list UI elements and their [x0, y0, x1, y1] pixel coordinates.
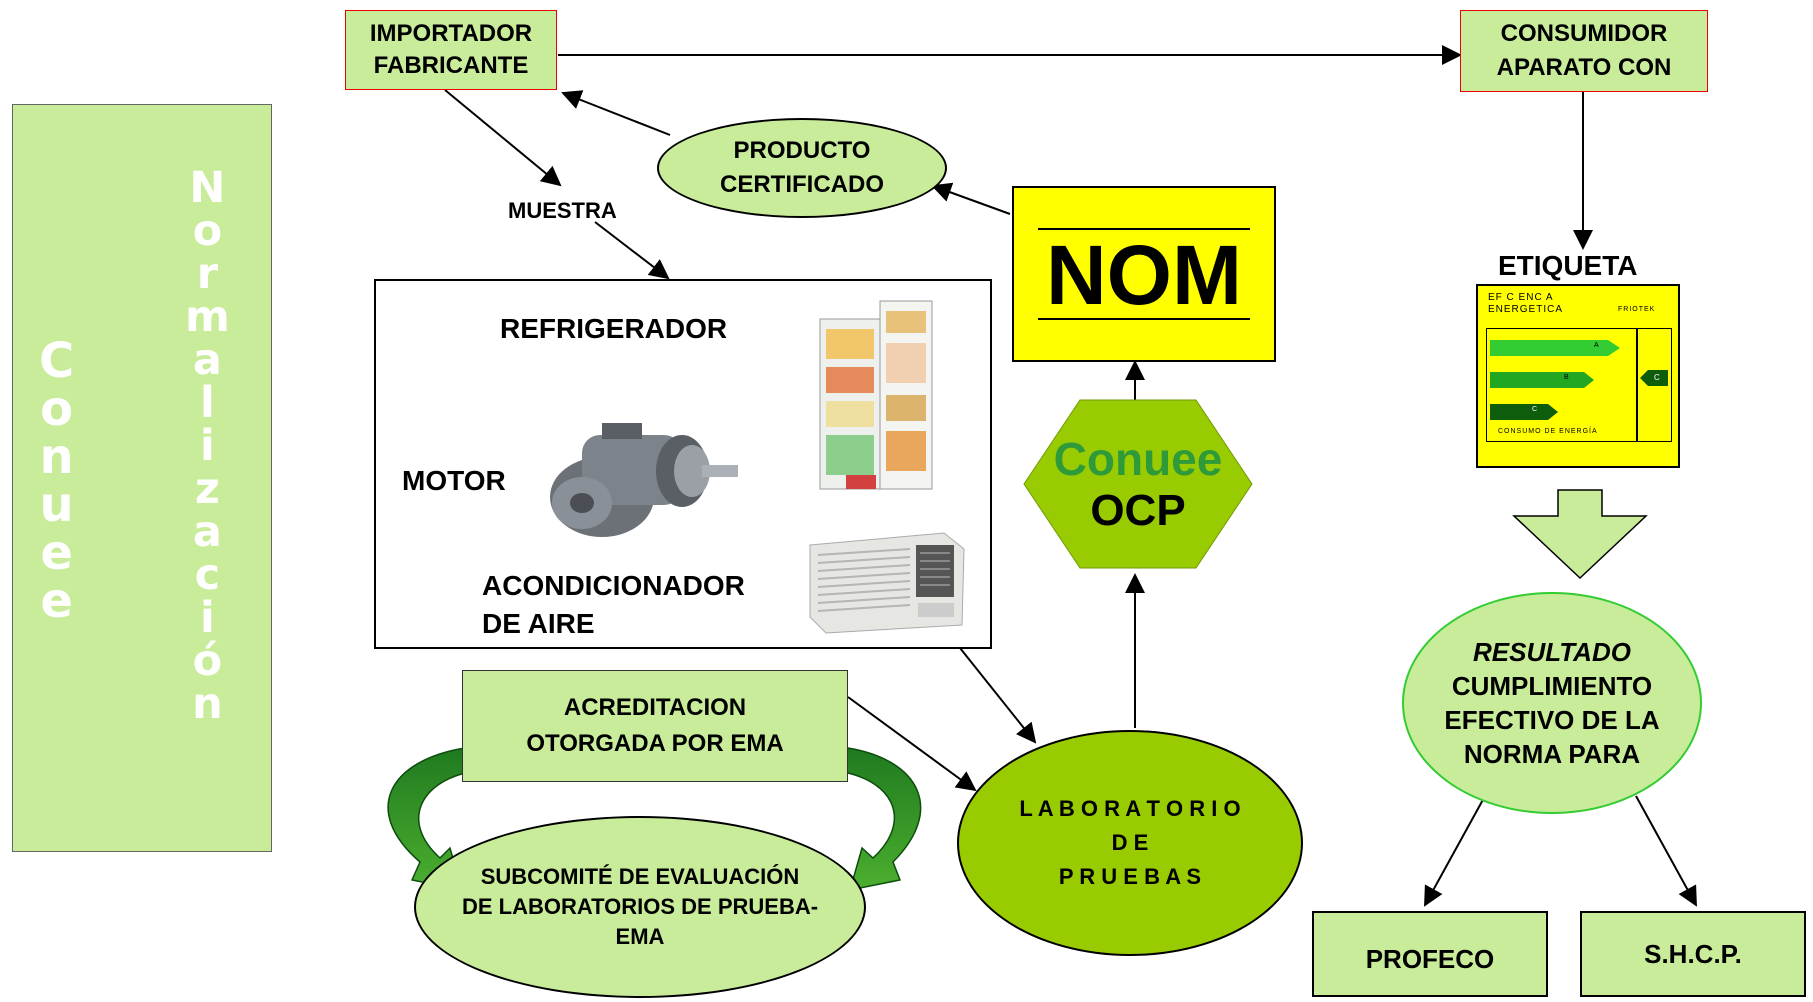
energy-bar-b-label: B [1564, 374, 1569, 381]
resultado-title: RESULTADO [1473, 637, 1631, 667]
side-letter: z [194, 464, 220, 514]
laboratorio-ellipse: L A B O R A T O R I O D E P R U E B A S [957, 730, 1303, 956]
acondicionador-label: ACONDICIONADOR DE AIRE [482, 567, 745, 643]
label-header-line: EF C ENC A [1488, 292, 1554, 303]
consumidor-line: CONSUMIDOR [1500, 20, 1668, 47]
ocp-label: OCP [1090, 486, 1186, 535]
motor-label: MOTOR [402, 465, 506, 496]
laboratorio-line: L A B O R A T O R I O [1019, 796, 1241, 821]
side-letter: u [39, 477, 74, 533]
side-letter: m [185, 292, 230, 342]
resultado-line: EFECTIVO DE LA [1444, 705, 1660, 735]
arrow-producto-importador [561, 90, 671, 136]
side-letter: o [40, 381, 74, 437]
resultado-ellipse: RESULTADO CUMPLIMIENTO EFECTIVO DE LA NO… [1402, 592, 1702, 814]
side-letter: N [189, 163, 226, 213]
side-letter: o [192, 206, 223, 256]
laboratorio-line: P R U E B A S [1058, 864, 1202, 889]
label-header-line: ENERGETICA [1488, 304, 1564, 315]
acreditacion-line: ACREDITACION [563, 694, 747, 721]
arrow-products-lab [959, 647, 1037, 744]
subcomite-line: DE LABORATORIOS DE PRUEBA- [461, 894, 819, 919]
side-letter: r [196, 249, 219, 299]
curved-arrow-right [842, 747, 922, 891]
nom-box: NOM [1012, 186, 1276, 362]
side-panel-col-conuee: C o n u e e [39, 337, 74, 625]
shcp-box: S.H.C.P. [1580, 911, 1806, 997]
producto-line: CERTIFICADO [720, 171, 884, 198]
arrow-muestra-products [594, 221, 670, 280]
side-letter: ó [192, 636, 223, 686]
acreditacion-box: ACREDITACION OTORGADA POR EMA [462, 670, 848, 782]
producto-certificado-ellipse: PRODUCTO CERTIFICADO [657, 118, 947, 218]
down-arrow-shape [1512, 489, 1648, 580]
energy-bar-a-label: A [1594, 342, 1599, 349]
etiqueta-title: ETIQUETA [1498, 250, 1638, 281]
energy-label-footer: CONSUMO DE ENERGÍA [1498, 428, 1598, 435]
energy-label-panel [1486, 328, 1672, 442]
arrow-importador-muestra [444, 89, 562, 187]
energy-marker-label: C [1654, 373, 1660, 382]
side-letter: a [192, 335, 222, 385]
energy-label-divider [1636, 328, 1638, 442]
nom-text: NOM [1046, 227, 1242, 322]
consumidor-line: APARATO CON [1496, 54, 1672, 81]
motor-image [550, 423, 738, 537]
ocp-hexagon [1023, 399, 1253, 569]
side-letter: l [200, 378, 215, 428]
side-panel: C o n u e e N o r m a l i z a c i ó n [12, 104, 272, 852]
refrigerador-label: REFRIGERADOR [500, 313, 728, 344]
air-conditioner-image [809, 532, 965, 634]
side-panel-col-normalizacion: N o r m a l i z a c i ó n [185, 167, 230, 726]
acondicionador-line: DE AIRE [482, 608, 595, 639]
energy-marker [1640, 370, 1668, 386]
arrow-resultado-profeco [1424, 795, 1486, 907]
energy-bars [1490, 340, 1620, 420]
laboratorio-line: D E [1111, 830, 1149, 855]
nom-rule-top [1038, 228, 1250, 230]
products-box: REFRIGERADOR MOTOR ACONDICIONADOR DE AIR… [374, 279, 992, 649]
subcomite-ellipse: SUBCOMITÉ DE EVALUACIÓN DE LABORATORIOS … [414, 816, 866, 998]
profeco-box: PROFECO [1312, 911, 1548, 997]
muestra-label: MUESTRA [508, 198, 617, 223]
subcomite-line: SUBCOMITÉ DE EVALUACIÓN [480, 864, 800, 889]
side-letter: i [200, 421, 215, 471]
energy-label: EF C ENC A ENERGETICA FRIOTEK A B C C CO… [1476, 284, 1680, 468]
side-letter: C [39, 333, 75, 389]
refrigerator-image [819, 300, 933, 490]
importador-box: IMPORTADOR FABRICANTE [345, 10, 557, 90]
side-letter: i [200, 593, 215, 643]
subcomite-line: EMA [615, 924, 665, 949]
profeco-label: PROFECO [1365, 943, 1495, 974]
resultado-line: CUMPLIMIENTO [1451, 671, 1653, 701]
arrow-resultado-shcp [1635, 795, 1697, 907]
energy-label-brand: FRIOTEK [1618, 306, 1656, 313]
arrow-nom-producto [931, 182, 1011, 215]
side-letter: c [194, 550, 221, 600]
side-letter: e [40, 525, 73, 581]
side-letter: e [40, 573, 73, 629]
arrow-acreditacion-lab [847, 696, 977, 792]
side-letter: n [39, 429, 74, 485]
resultado-line: NORMA PARA [1463, 739, 1641, 769]
ocp-text: Conuee OCP [1022, 420, 1254, 550]
importador-line: FABRICANTE [373, 52, 529, 79]
acreditacion-line: OTORGADA POR EMA [526, 730, 784, 757]
nom-rule-bottom [1038, 318, 1250, 320]
producto-line: PRODUCTO [733, 137, 871, 164]
energy-bar-c-label: C [1532, 406, 1538, 413]
shcp-label: S.H.C.P. [1644, 938, 1742, 969]
energy-label-header: EF C ENC A ENERGETICA [1488, 292, 1563, 316]
consumidor-box: CONSUMIDOR APARATO CON [1460, 10, 1708, 92]
side-letter: a [192, 507, 222, 557]
acondicionador-line: ACONDICIONADOR [482, 570, 745, 601]
importador-line: IMPORTADOR [369, 20, 533, 47]
side-letter: n [192, 679, 223, 729]
ocp-conuee: Conuee [1053, 433, 1223, 485]
